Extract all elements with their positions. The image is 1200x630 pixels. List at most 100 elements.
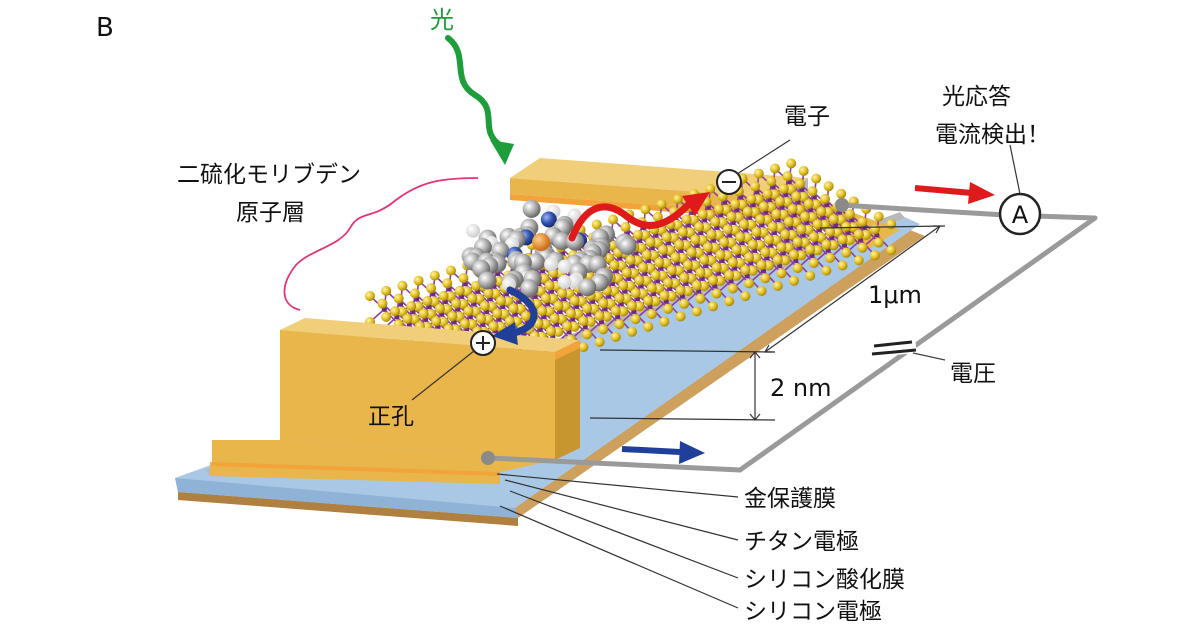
s-atom bbox=[610, 331, 621, 342]
s-atom bbox=[546, 326, 556, 337]
s-atom bbox=[873, 211, 884, 222]
s-atom bbox=[598, 298, 609, 309]
s-atom bbox=[681, 240, 692, 251]
s-atom bbox=[816, 232, 827, 243]
s-atom bbox=[758, 201, 769, 212]
s-atom bbox=[429, 296, 440, 307]
s-atom bbox=[845, 235, 855, 246]
layer-label-silicon: シリコン電極 bbox=[744, 599, 882, 625]
s-atom bbox=[796, 224, 807, 235]
s-atom bbox=[585, 316, 596, 327]
s-atom bbox=[454, 311, 465, 322]
s-atom bbox=[744, 278, 755, 289]
s-atom bbox=[496, 295, 506, 306]
s-atom bbox=[521, 311, 531, 322]
s-atom bbox=[807, 186, 818, 197]
s-atom bbox=[699, 281, 710, 291]
s-atom bbox=[503, 296, 514, 307]
s-atom bbox=[750, 181, 761, 192]
s-atom bbox=[616, 260, 627, 271]
s-atom bbox=[730, 225, 741, 236]
s-atom bbox=[694, 222, 705, 232]
s-atom bbox=[446, 291, 456, 302]
s-atom bbox=[731, 244, 742, 255]
s-atom bbox=[609, 260, 620, 271]
s-atom bbox=[553, 300, 564, 311]
s-atom bbox=[821, 239, 832, 250]
s-atom bbox=[393, 293, 404, 304]
s-atom bbox=[760, 273, 771, 284]
s-atom bbox=[675, 285, 686, 296]
length-label: 1μm bbox=[868, 281, 922, 309]
s-atom bbox=[578, 316, 589, 327]
molecule-atom bbox=[557, 274, 572, 289]
s-atom bbox=[778, 209, 789, 220]
s-atom bbox=[610, 305, 621, 316]
s-atom bbox=[569, 295, 580, 306]
s-atom bbox=[564, 288, 575, 299]
s-atom bbox=[780, 255, 791, 266]
s-atom bbox=[620, 222, 631, 233]
s-atom bbox=[771, 209, 782, 220]
s-atom bbox=[747, 265, 758, 276]
s-atom bbox=[573, 309, 584, 320]
s-atom bbox=[724, 296, 735, 307]
s-atom bbox=[710, 216, 721, 227]
s-atom bbox=[515, 304, 526, 315]
s-atom bbox=[845, 209, 855, 220]
s-atom bbox=[812, 219, 823, 230]
s-atom bbox=[537, 306, 548, 316]
s-atom bbox=[857, 216, 868, 227]
s-atom bbox=[438, 290, 449, 301]
s-atom bbox=[786, 158, 797, 169]
s-atom bbox=[780, 229, 791, 240]
molecule-atom bbox=[544, 257, 559, 272]
s-atom bbox=[697, 209, 708, 220]
s-atom bbox=[646, 309, 657, 319]
molecule-atom bbox=[522, 199, 541, 218]
s-atom bbox=[621, 293, 632, 304]
s-atom bbox=[458, 273, 469, 284]
s-atom bbox=[689, 215, 699, 225]
s-atom bbox=[705, 209, 716, 220]
s-atom bbox=[508, 303, 519, 314]
s-atom bbox=[726, 237, 737, 248]
ammeter-label: A bbox=[1012, 201, 1029, 229]
s-atom bbox=[454, 285, 465, 296]
s-atom bbox=[640, 204, 651, 215]
s-atom bbox=[807, 212, 818, 223]
s-atom bbox=[776, 242, 787, 253]
s-atom bbox=[731, 270, 742, 281]
battery-symbol bbox=[871, 339, 946, 361]
s-atom bbox=[762, 188, 773, 199]
mos2-label-line1: 二硫化モリブデン bbox=[177, 162, 361, 188]
s-atom bbox=[613, 273, 624, 284]
s-atom bbox=[837, 260, 848, 271]
s-atom bbox=[656, 199, 667, 210]
s-atom bbox=[805, 244, 816, 255]
s-atom bbox=[578, 342, 589, 353]
s-atom bbox=[557, 288, 568, 299]
layer-label-titanium: チタン電極 bbox=[744, 529, 859, 555]
molecule-atom bbox=[552, 232, 571, 251]
s-atom bbox=[836, 188, 847, 199]
s-atom bbox=[438, 316, 449, 327]
s-atom bbox=[605, 298, 616, 309]
s-atom bbox=[627, 326, 637, 337]
circuit-wires bbox=[487, 202, 1098, 473]
s-atom bbox=[706, 255, 717, 266]
s-atom bbox=[679, 298, 690, 309]
s-atom bbox=[715, 249, 726, 260]
s-atom bbox=[756, 286, 767, 296]
s-atom bbox=[825, 226, 836, 237]
s-atom bbox=[694, 248, 705, 258]
s-atom bbox=[776, 268, 787, 279]
s-atom bbox=[685, 227, 696, 238]
panel-label: B bbox=[96, 13, 114, 43]
s-atom bbox=[798, 192, 809, 202]
s-atom bbox=[569, 321, 580, 332]
s-atom bbox=[633, 255, 643, 266]
molecule-atom bbox=[557, 259, 572, 274]
s-atom bbox=[870, 224, 880, 235]
s-atom bbox=[740, 291, 751, 302]
